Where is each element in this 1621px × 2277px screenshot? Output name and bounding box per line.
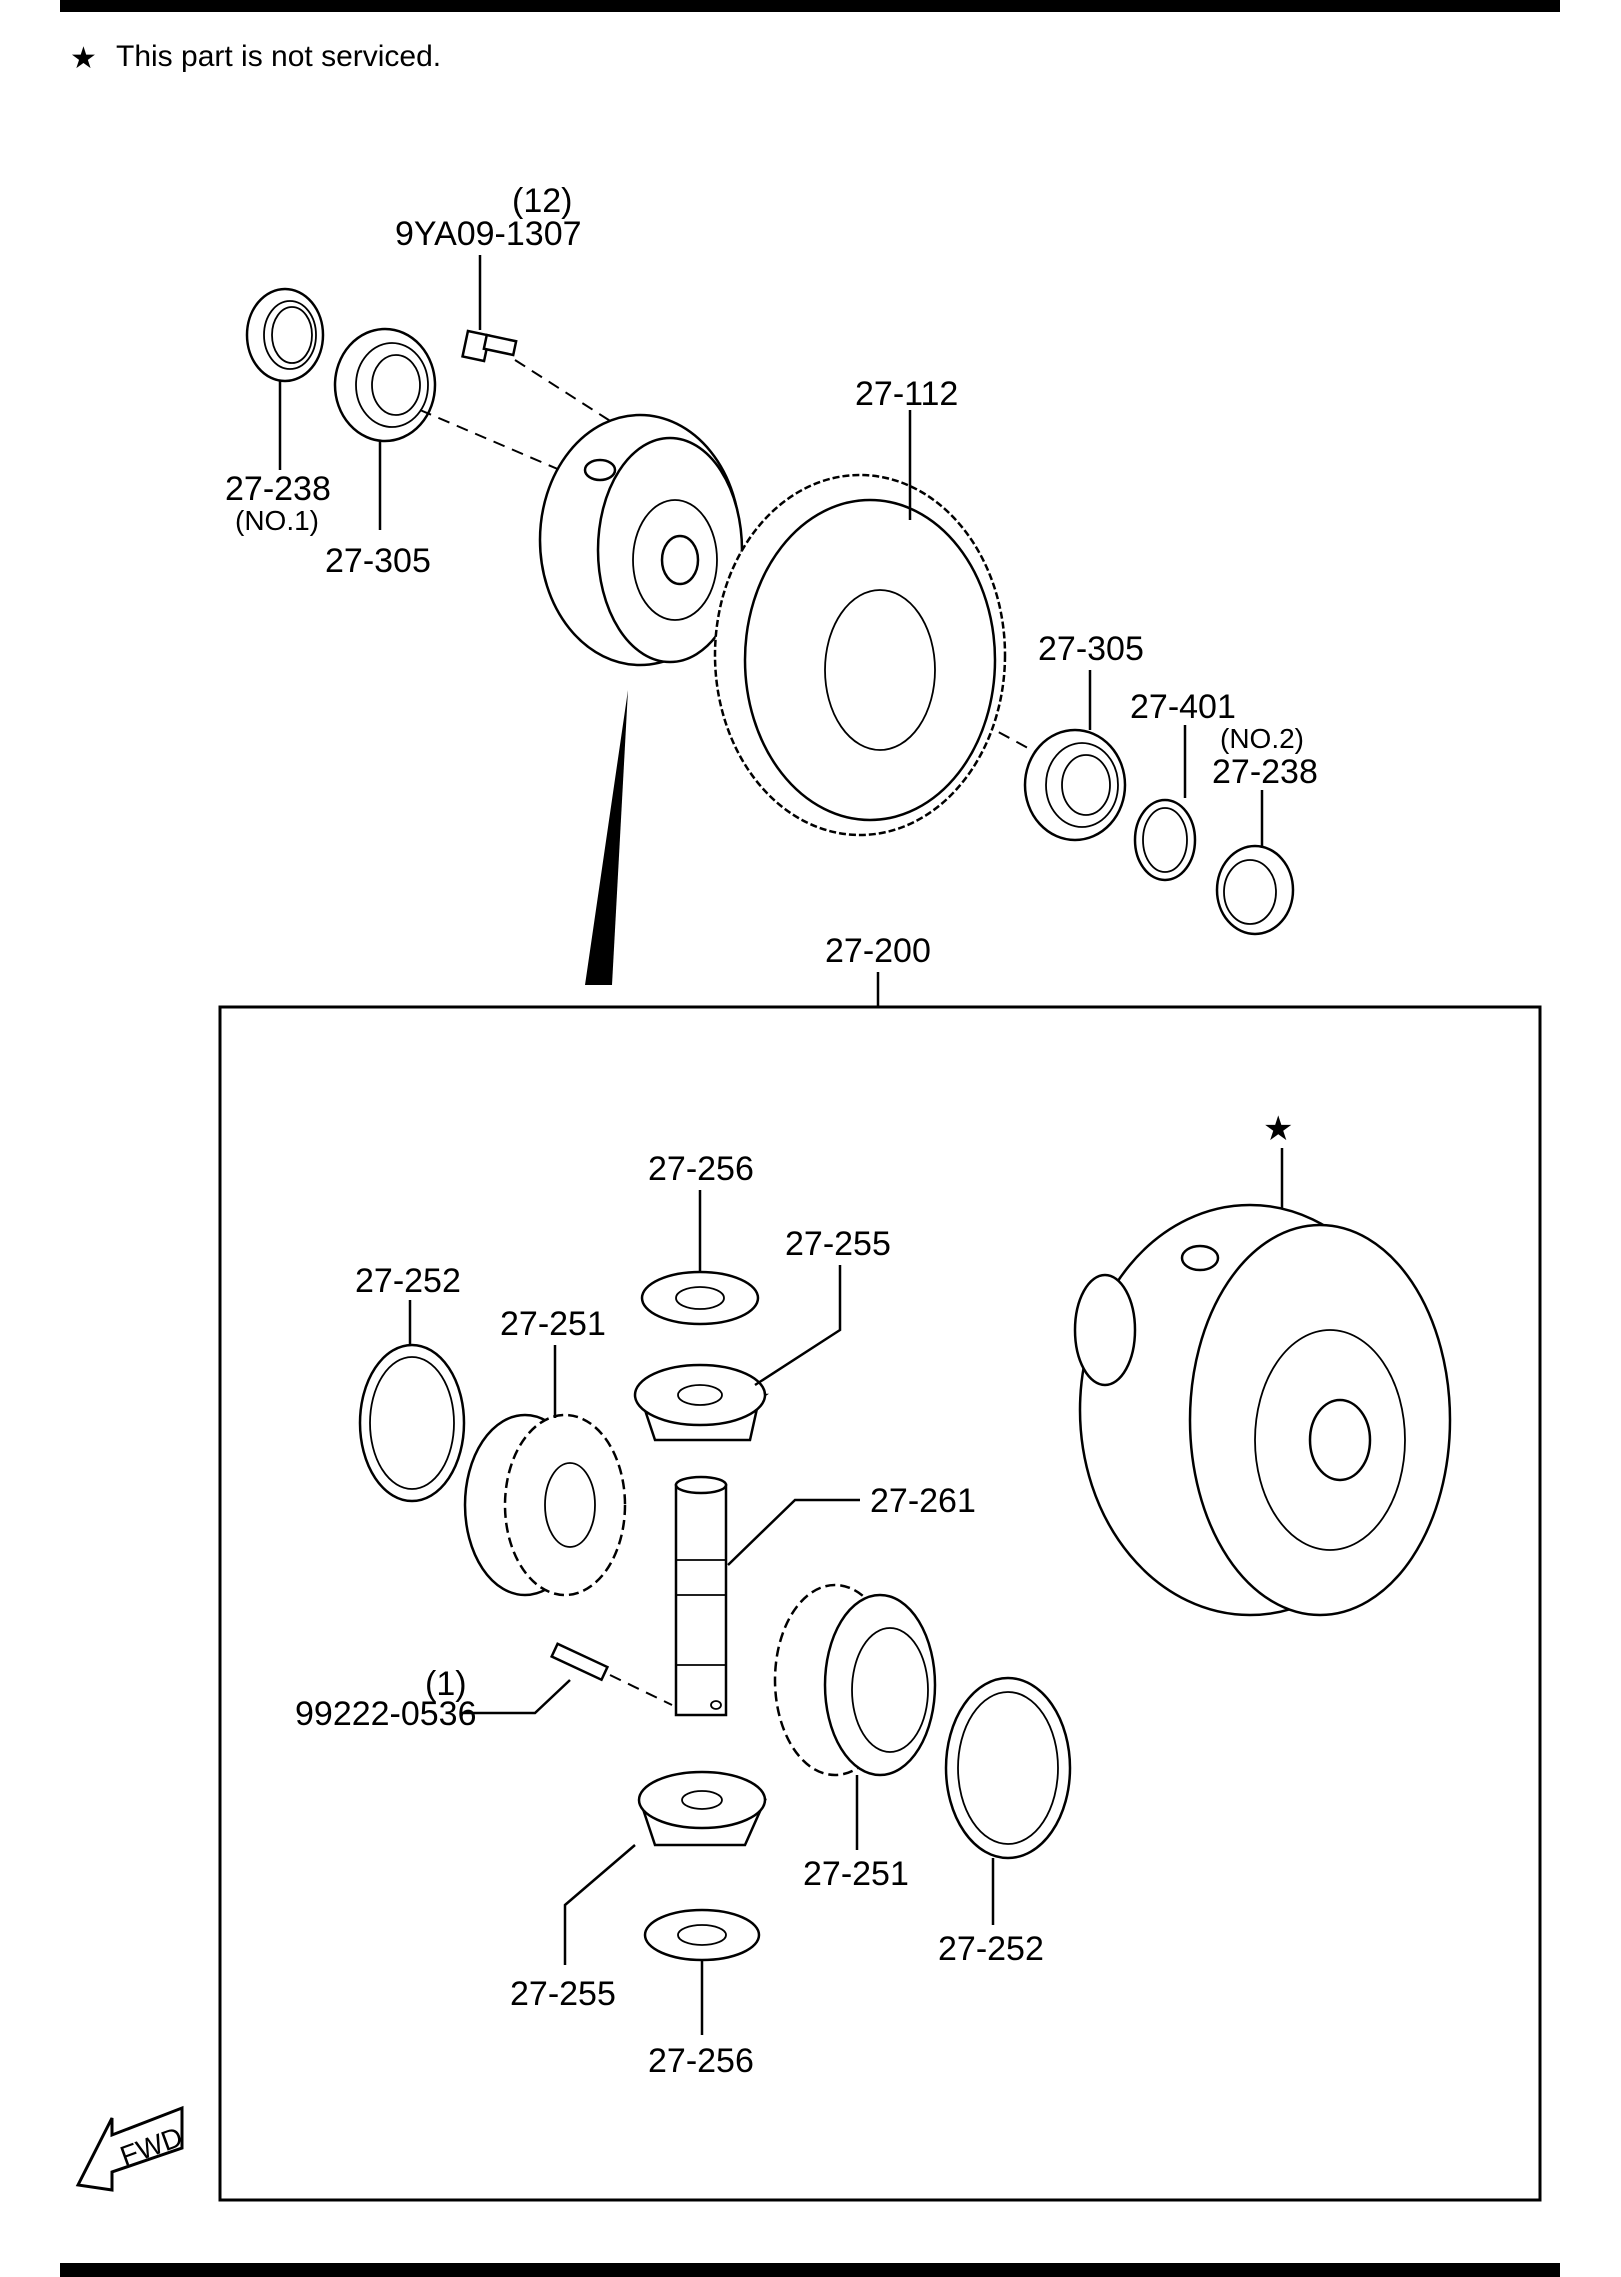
- label-assembly: 27-200: [825, 932, 931, 970]
- label-side-gear-right: 27-251: [803, 1855, 909, 1893]
- thrust-washer-top[interactable]: [640, 1270, 760, 1326]
- note-star-icon: ★: [70, 42, 97, 75]
- star-marker-icon: ★: [1263, 1110, 1293, 1148]
- label-bearing-right: 27-305: [1038, 630, 1144, 668]
- label-shaft: 27-261: [870, 1482, 976, 1520]
- pinion-gear-bottom[interactable]: [637, 1770, 767, 1847]
- side-gear-right[interactable]: [773, 1583, 937, 1777]
- detail-pointer: [585, 690, 628, 985]
- label-washer-bottom: 27-256: [648, 2042, 754, 2080]
- label-seal-no1-note: (NO.1): [235, 505, 319, 536]
- bottom-border-bar: [60, 2263, 1560, 2277]
- assembly-box: [218, 1005, 1542, 2202]
- label-pin-qty: (1): [425, 1665, 467, 1703]
- ring-gear[interactable]: [713, 473, 1007, 837]
- label-bearing-left: 27-305: [325, 542, 431, 580]
- thrust-washer-bottom[interactable]: [643, 1908, 761, 1962]
- bearing-left[interactable]: [333, 327, 437, 443]
- shim[interactable]: [1133, 798, 1197, 882]
- label-bolt-qty: (12): [512, 182, 572, 220]
- lock-pin[interactable]: [550, 1642, 610, 1682]
- oil-seal-no1[interactable]: [245, 287, 325, 383]
- label-pin-part: 99222-0536: [295, 1695, 477, 1733]
- label-shim: 27-401: [1130, 688, 1236, 726]
- fwd-arrow-icon: FWD: [75, 2105, 187, 2192]
- bearing-right[interactable]: [1023, 728, 1127, 842]
- note-text: This part is not serviced.: [116, 40, 441, 73]
- label-pinion-top: 27-255: [785, 1225, 891, 1263]
- label-bolt-part: 9YA09-1307: [395, 215, 582, 253]
- oil-seal-no2[interactable]: [1215, 844, 1295, 936]
- bolt[interactable]: [461, 329, 518, 363]
- thrust-washer-left[interactable]: [358, 1343, 466, 1503]
- label-ring-gear: 27-112: [855, 375, 958, 413]
- label-seal-no2-note: (NO.2): [1220, 723, 1304, 754]
- thrust-washer-right[interactable]: [944, 1676, 1072, 1860]
- pinion-gear-top[interactable]: [633, 1363, 770, 1442]
- top-border-bar: [60, 0, 1560, 12]
- label-washer-right: 27-252: [938, 1930, 1044, 1968]
- differential-case[interactable]: [1073, 1203, 1452, 1617]
- differential-case-upper[interactable]: [538, 413, 744, 667]
- label-washer-left: 27-252: [355, 1262, 461, 1300]
- label-side-gear-left: 27-251: [500, 1305, 606, 1343]
- label-washer-top: 27-256: [648, 1150, 754, 1188]
- label-seal-no2: 27-238: [1212, 753, 1318, 791]
- label-seal-no1: 27-238: [225, 470, 331, 508]
- pinion-shaft[interactable]: [674, 1475, 728, 1717]
- label-pinion-bottom: 27-255: [510, 1975, 616, 2013]
- side-gear-left[interactable]: [463, 1413, 627, 1597]
